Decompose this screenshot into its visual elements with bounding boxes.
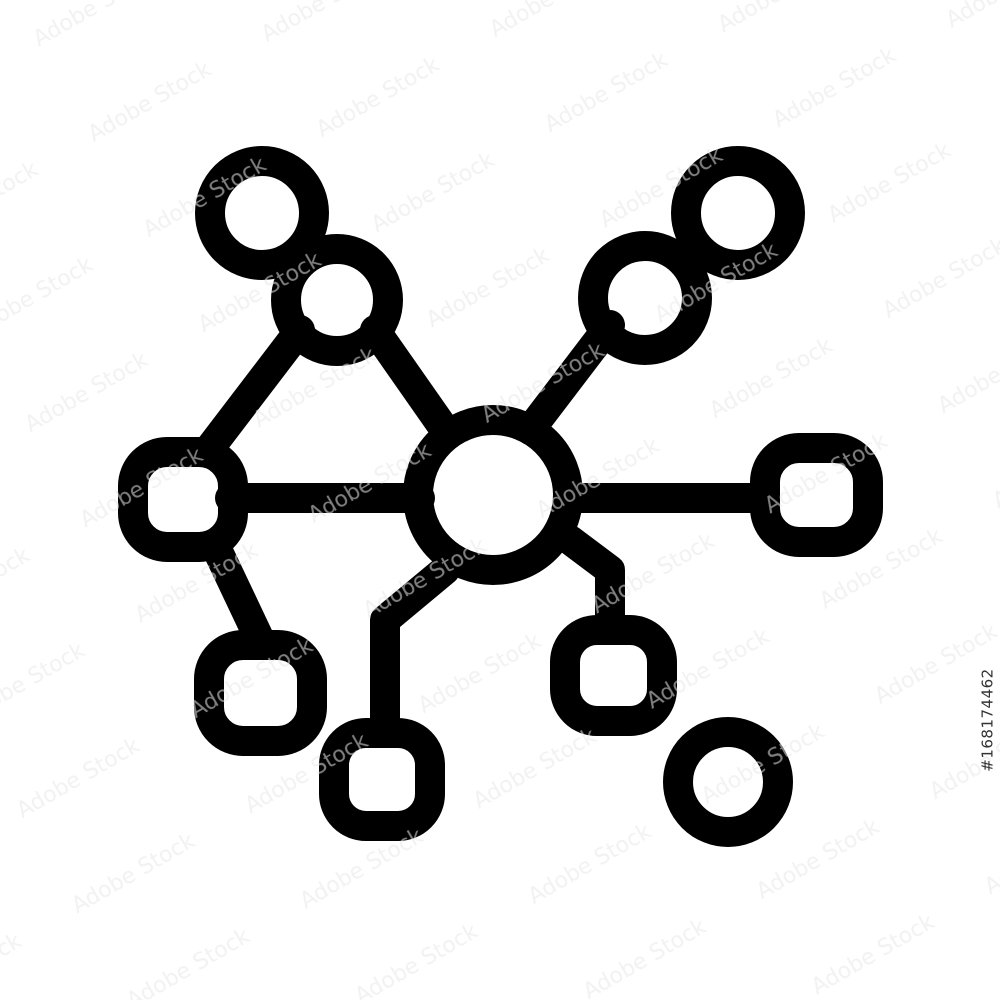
connector-hub-to-bottom-right-square	[555, 525, 625, 640]
connector-top-left-circle-to-left-square	[195, 315, 315, 463]
connector-left-square-to-bottom-left-square	[200, 530, 275, 655]
stock-id-label: #168174462	[978, 560, 998, 880]
right-square-node	[750, 433, 883, 557]
top-left-inner-circle	[271, 234, 403, 366]
left-square-node	[118, 437, 248, 562]
stock-id-text: #168174462	[979, 668, 997, 772]
square-nodes	[118, 433, 883, 841]
top-right-inner-circle	[578, 231, 712, 365]
connector-hub-to-bottom-center-square	[370, 555, 460, 740]
bottom-left-square-node	[194, 630, 327, 756]
bottom-right-circle	[663, 717, 793, 847]
bottom-center-square-node	[319, 718, 445, 841]
top-right-outer-circle	[671, 146, 805, 280]
bottom-right-square-node	[550, 615, 677, 736]
hub-circle	[403, 405, 583, 585]
connector-hub-to-top-left-circle	[360, 315, 460, 445]
